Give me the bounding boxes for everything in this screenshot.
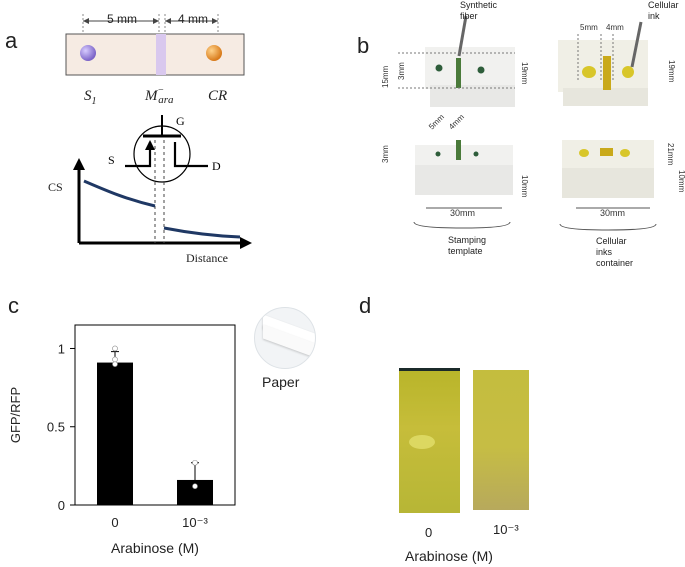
- svg-text:30mm: 30mm: [450, 208, 475, 218]
- transistor-s: S: [108, 153, 115, 167]
- svg-text:5mm: 5mm: [580, 23, 598, 32]
- panel-letter-b: b: [357, 33, 370, 58]
- s1-sphere: [80, 45, 96, 61]
- transistor-g: G: [176, 114, 185, 128]
- y-tick-label: 1: [58, 341, 65, 356]
- cs-curve-left: [83, 179, 156, 208]
- paper-label: Paper: [262, 374, 300, 390]
- data-point: [112, 356, 118, 363]
- data-point: [112, 345, 118, 352]
- cs-x-label: Distance: [186, 251, 228, 265]
- svg-text:19mm: 19mm: [520, 62, 529, 85]
- dim-right-label: 4 mm: [178, 12, 208, 26]
- template-side-photo: [415, 140, 513, 195]
- svg-text:3mm: 3mm: [381, 145, 390, 163]
- d-xtick-0: 0: [425, 525, 433, 540]
- x-tick-label: 0: [111, 515, 118, 530]
- d-xtick-1: 10⁻³: [493, 522, 519, 537]
- label-mara: M−ara: [144, 85, 174, 106]
- data-point: [192, 459, 198, 466]
- cs-y-label: CS: [48, 180, 63, 194]
- label-cr: CR: [208, 88, 227, 104]
- svg-text:5mm: 5mm: [427, 112, 446, 131]
- y-tick-label: 0.5: [47, 420, 65, 435]
- data-point: [112, 361, 118, 367]
- x-tick-label: 10⁻³: [182, 515, 208, 530]
- membrane-band: [156, 34, 166, 75]
- svg-text:4mm: 4mm: [606, 23, 624, 32]
- svg-text:30mm: 30mm: [600, 208, 625, 218]
- bar: [97, 362, 133, 505]
- svg-text:15mm: 15mm: [381, 65, 390, 88]
- svg-text:21mm: 21mm: [666, 143, 675, 166]
- strip-photo-0: [399, 368, 460, 513]
- panel-letter-c: c: [8, 293, 19, 318]
- label-s1: S1: [84, 88, 97, 107]
- cs-curve-right: [163, 226, 241, 239]
- d-x-axis-label: Arabinose (M): [405, 548, 493, 564]
- svg-text:4mm: 4mm: [447, 112, 466, 131]
- panel-letter-a: a: [5, 28, 18, 53]
- panel-letter-d: d: [359, 293, 372, 318]
- y-tick-label: 0: [58, 498, 65, 513]
- svg-text:19mm: 19mm: [667, 60, 676, 83]
- strip-photo-10e-3: [473, 370, 529, 510]
- cr-sphere: [206, 45, 222, 61]
- plot-frame: [74, 324, 236, 506]
- svg-text:10mm: 10mm: [520, 175, 529, 198]
- y-axis-label: GFP/RFP: [8, 387, 23, 443]
- template-top-photo: [425, 47, 515, 107]
- x-axis-label: Arabinose (M): [111, 540, 199, 556]
- paper-icon: [254, 307, 316, 369]
- data-point: [192, 483, 198, 490]
- dim-left-label: 5 mm: [107, 12, 137, 26]
- svg-text:3mm: 3mm: [397, 62, 406, 80]
- svg-text:10mm: 10mm: [677, 170, 685, 193]
- transistor-d: D: [212, 159, 221, 173]
- panel-a-figure: 5 mm 4 mm S1 M−ara CR G S D CS Distance: [48, 12, 252, 265]
- inks-container-side-photo: [562, 140, 654, 198]
